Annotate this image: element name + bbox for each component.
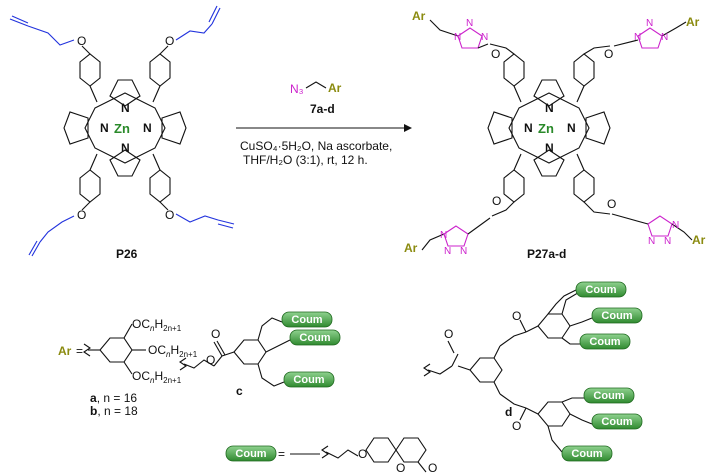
p26-o-tr: O bbox=[165, 34, 174, 48]
label-d: d bbox=[505, 405, 512, 419]
p27-o-tl: O bbox=[491, 47, 500, 61]
azide-bond bbox=[305, 81, 327, 89]
d-o-carbonyl-2: O bbox=[512, 309, 521, 323]
br-triazole-n1: N bbox=[672, 220, 679, 231]
br-triazole-n3: N bbox=[664, 236, 671, 247]
d-coum-4-badge: Coum bbox=[583, 387, 635, 404]
c-coum-3-text: Coum bbox=[293, 374, 324, 386]
c-coum-3-badge: Coum bbox=[283, 371, 335, 388]
azide-id: 7a-d bbox=[310, 102, 335, 116]
p26-o-tl: O bbox=[77, 34, 86, 48]
bl-triazole-n2: N bbox=[444, 246, 451, 257]
c-coum-1-badge: Coum bbox=[281, 311, 333, 328]
p26-o-br: O bbox=[165, 208, 174, 222]
tr-triazole-n1: N bbox=[634, 32, 641, 43]
variant-b: b, n = 18 bbox=[90, 404, 138, 418]
coum-def-equals: = bbox=[278, 447, 285, 461]
oc-bottom: OCnH2n+1 bbox=[132, 369, 182, 385]
p26-n-bottom: N bbox=[121, 141, 130, 155]
tr-triazole-n3: N bbox=[661, 32, 668, 43]
ar-def-equals: = bbox=[76, 344, 83, 358]
ar-def-label: Ar bbox=[58, 344, 72, 358]
d-coum-2-badge: Coum bbox=[591, 307, 643, 324]
d-coum-5-badge: Coum bbox=[591, 413, 643, 430]
coum-o-ether: O bbox=[358, 447, 367, 461]
d-coum-4-text: Coum bbox=[593, 390, 624, 402]
bl-triazole-n1: N bbox=[440, 230, 447, 241]
p27-ar-tr: Ar bbox=[686, 15, 700, 29]
coumarin-structure bbox=[290, 437, 427, 473]
d-coum-1-text: Coum bbox=[585, 284, 616, 296]
tl-triazole-n1: N bbox=[454, 32, 461, 43]
d-coum-6-badge: Coum bbox=[561, 445, 613, 462]
d-coum-6-text: Coum bbox=[571, 448, 602, 460]
p27-o-br: O bbox=[607, 197, 616, 211]
p27-n-top: N bbox=[545, 101, 554, 115]
c-o-ester: O bbox=[206, 353, 215, 367]
p26-n-top: N bbox=[121, 101, 130, 115]
p27-o-bl: O bbox=[492, 194, 501, 208]
label-c: c bbox=[236, 384, 243, 398]
bl-triazole-n3: N bbox=[460, 246, 467, 257]
p27-n-bottom: N bbox=[545, 141, 554, 155]
structure-c bbox=[179, 317, 291, 387]
structure-d bbox=[423, 289, 593, 453]
tl-triazole-n3: N bbox=[481, 32, 488, 43]
d-coum-1-badge: Coum bbox=[575, 281, 627, 298]
p27-ar-bl: Ar bbox=[404, 241, 418, 255]
variant-a: a, n = 16 bbox=[90, 391, 137, 405]
c-coum-2-badge: Coum bbox=[289, 329, 341, 346]
arrowhead bbox=[404, 124, 412, 132]
c-o-carbonyl: O bbox=[211, 327, 220, 341]
d-coum-3-text: Coum bbox=[589, 336, 620, 348]
p27-o-tr: O bbox=[604, 47, 613, 61]
ar-benzene bbox=[83, 323, 146, 375]
c-coum-1-text: Coum bbox=[291, 314, 322, 326]
coum-o-ring: O bbox=[396, 461, 405, 475]
tr-triazole-n2: N bbox=[646, 18, 653, 29]
label-p27: P27a-d bbox=[527, 247, 566, 261]
porphyrin-p26 bbox=[9, 5, 235, 257]
legend-coum-badge: Coum bbox=[225, 445, 277, 462]
azide-group: N₃ bbox=[290, 82, 304, 96]
p27-ar-tl: Ar bbox=[412, 9, 426, 23]
d-coum-2-text: Coum bbox=[601, 310, 632, 322]
br-triazole-n2: N bbox=[648, 236, 655, 247]
p26-o-bl: O bbox=[77, 208, 86, 222]
p27-n-left: N bbox=[524, 121, 533, 135]
conditions-line-1: CuSO₄·5H₂O, Na ascorbate, bbox=[240, 139, 392, 153]
tl-triazole-n2: N bbox=[466, 18, 473, 29]
d-coum-3-badge: Coum bbox=[579, 333, 631, 350]
label-p26: P26 bbox=[116, 247, 138, 261]
p26-zn-label: Zn bbox=[114, 121, 130, 136]
d-coum-5-text: Coum bbox=[601, 416, 632, 428]
p27-n-right: N bbox=[567, 121, 576, 135]
p27-zn-label: Zn bbox=[538, 121, 554, 136]
conditions-line-2: THF/H₂O (3:1), rt, 12 h. bbox=[243, 153, 368, 167]
c-coum-2-text: Coum bbox=[299, 332, 330, 344]
p26-n-right: N bbox=[143, 121, 152, 135]
p26-n-left: N bbox=[100, 121, 109, 135]
legend-coum-text: Coum bbox=[235, 448, 266, 460]
azide-ar: Ar bbox=[328, 81, 342, 95]
coum-o-carbonyl: O bbox=[428, 461, 437, 475]
p27-ar-br: Ar bbox=[692, 233, 706, 247]
oc-mid: OCnH2n+1 bbox=[148, 343, 198, 359]
oc-top: OCnH2n+1 bbox=[132, 317, 182, 333]
d-o-carbonyl-3: O bbox=[512, 419, 521, 433]
d-o-carbonyl: O bbox=[444, 327, 453, 341]
porphyrin-p27 bbox=[421, 19, 693, 251]
